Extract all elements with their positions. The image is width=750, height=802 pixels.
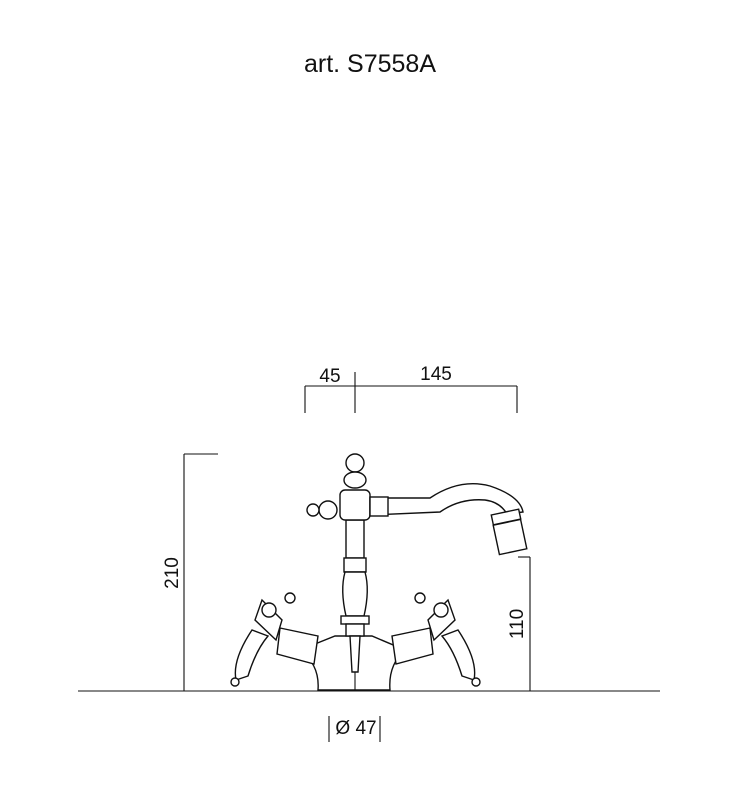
mixer-illustration [230, 453, 528, 691]
top-dimensions: 45 145 [304, 364, 518, 413]
base-diameter-dimension: Ø 47 [328, 716, 381, 742]
total-height-label: 210 [162, 557, 183, 589]
height-dimension: 210 [162, 453, 218, 691]
reach-label: 145 [420, 364, 452, 385]
diameter-label: Ø 47 [335, 718, 376, 739]
spout-height-label: 110 [507, 609, 528, 639]
page-title: art. S7558A [303, 50, 437, 78]
offset-label: 45 [319, 366, 340, 387]
spout-height-dimension: 110 [507, 556, 531, 691]
